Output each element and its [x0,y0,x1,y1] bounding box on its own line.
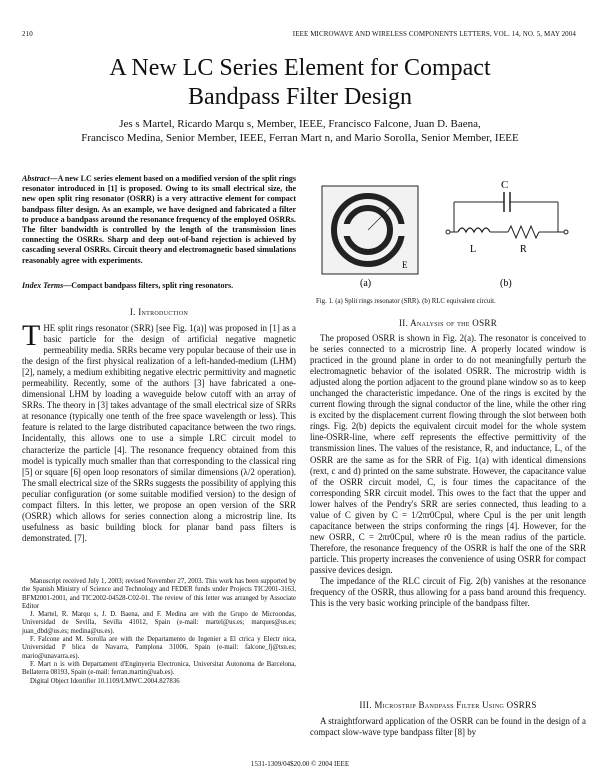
application-heading: III. Microstrip Bandpass Filter Using OS… [359,700,537,710]
footnote-affiliation-3: F. Mart n is with Departament d'Enginyer… [22,660,296,677]
footnotes: Manuscript received July 1, 2003; revise… [22,578,296,686]
figure-1-drawing: E (a) C L R (b) [321,179,569,289]
abstract-text: A new LC series element based on a modif… [22,174,296,265]
inner-ring-gap [340,224,350,236]
drop-cap: T [22,319,41,352]
title-line-2: Bandpass Filter Design [188,84,412,110]
application-paragraph-1: A straightforward application of the OSR… [310,716,586,738]
index-terms-label: Index Terms— [22,281,72,290]
footnote-affiliation-1: J. Martel, R. Marqu s, J. D. Baena, and … [22,611,296,635]
label-e: E [402,260,408,270]
figure-caption: Fig. 1. (a) Split rings resonator (SRR).… [316,298,496,305]
label-b: (b) [500,278,512,288]
page-number: 210 [22,30,33,38]
intro-heading: I. Introduction [129,307,189,317]
intro-paragraph: HE split rings resonator (SRR) [see Fig.… [22,323,296,543]
copyright-footer: 1531-1309/04$20.00 © 2004 IEEE [250,760,350,768]
application-body: A straightforward application of the OSR… [310,716,586,738]
footnote-received: Manuscript received July 1, 2003; revise… [22,578,296,610]
analysis-paragraph-1: The proposed OSRR is shown in Fig. 2(a).… [310,333,586,575]
abstract-label: Abstract— [22,174,58,183]
analysis-body: The proposed OSRR is shown in Fig. 2(a).… [310,333,586,609]
footnote-affiliation-2: F. Falcone and M. Sorolla are with the D… [22,636,296,660]
paper-title: A New LC Series Element for Compact Band… [0,54,600,112]
footnote-doi: Digital Object Identifier 10.1109/LMWC.2… [30,677,180,685]
terminal-left [445,229,451,235]
analysis-heading: II. Analysis of the OSRR [398,318,498,328]
index-terms: Index Terms—Compact bandpass filters, sp… [22,280,296,291]
authors-line-2: Francisco Medina, Senior Member, IEEE, F… [81,131,519,144]
figure-1: E (a) C L R (b) [318,178,580,289]
abstract: Abstract—A new LC series element based o… [22,174,296,266]
outer-ring-gap [398,224,408,236]
author-list: Jes s Martel, Ricardo Marqu s, Member, I… [40,118,560,145]
authors-line-1: Jes s Martel, Ricardo Marqu s, Member, I… [119,118,481,130]
resistor [507,224,540,240]
label-a: (a) [360,278,371,288]
journal-header: IEEE MICROWAVE AND WIRELESS COMPONENTS L… [292,30,576,38]
index-terms-text: Compact bandpass filters, split ring res… [71,281,234,290]
label-r: R [520,244,527,255]
inductor [457,227,491,234]
radius-arrow [367,205,393,231]
intro-body: T HE split rings resonator (SRR) [see Fi… [22,319,296,544]
title-line-1: A New LC Series Element for Compact [109,55,491,81]
terminal-right [563,229,569,235]
analysis-paragraph-2: The impedance of the RLC circuit of Fig.… [310,576,586,609]
label-c: C [501,179,508,191]
label-l: L [470,244,476,255]
